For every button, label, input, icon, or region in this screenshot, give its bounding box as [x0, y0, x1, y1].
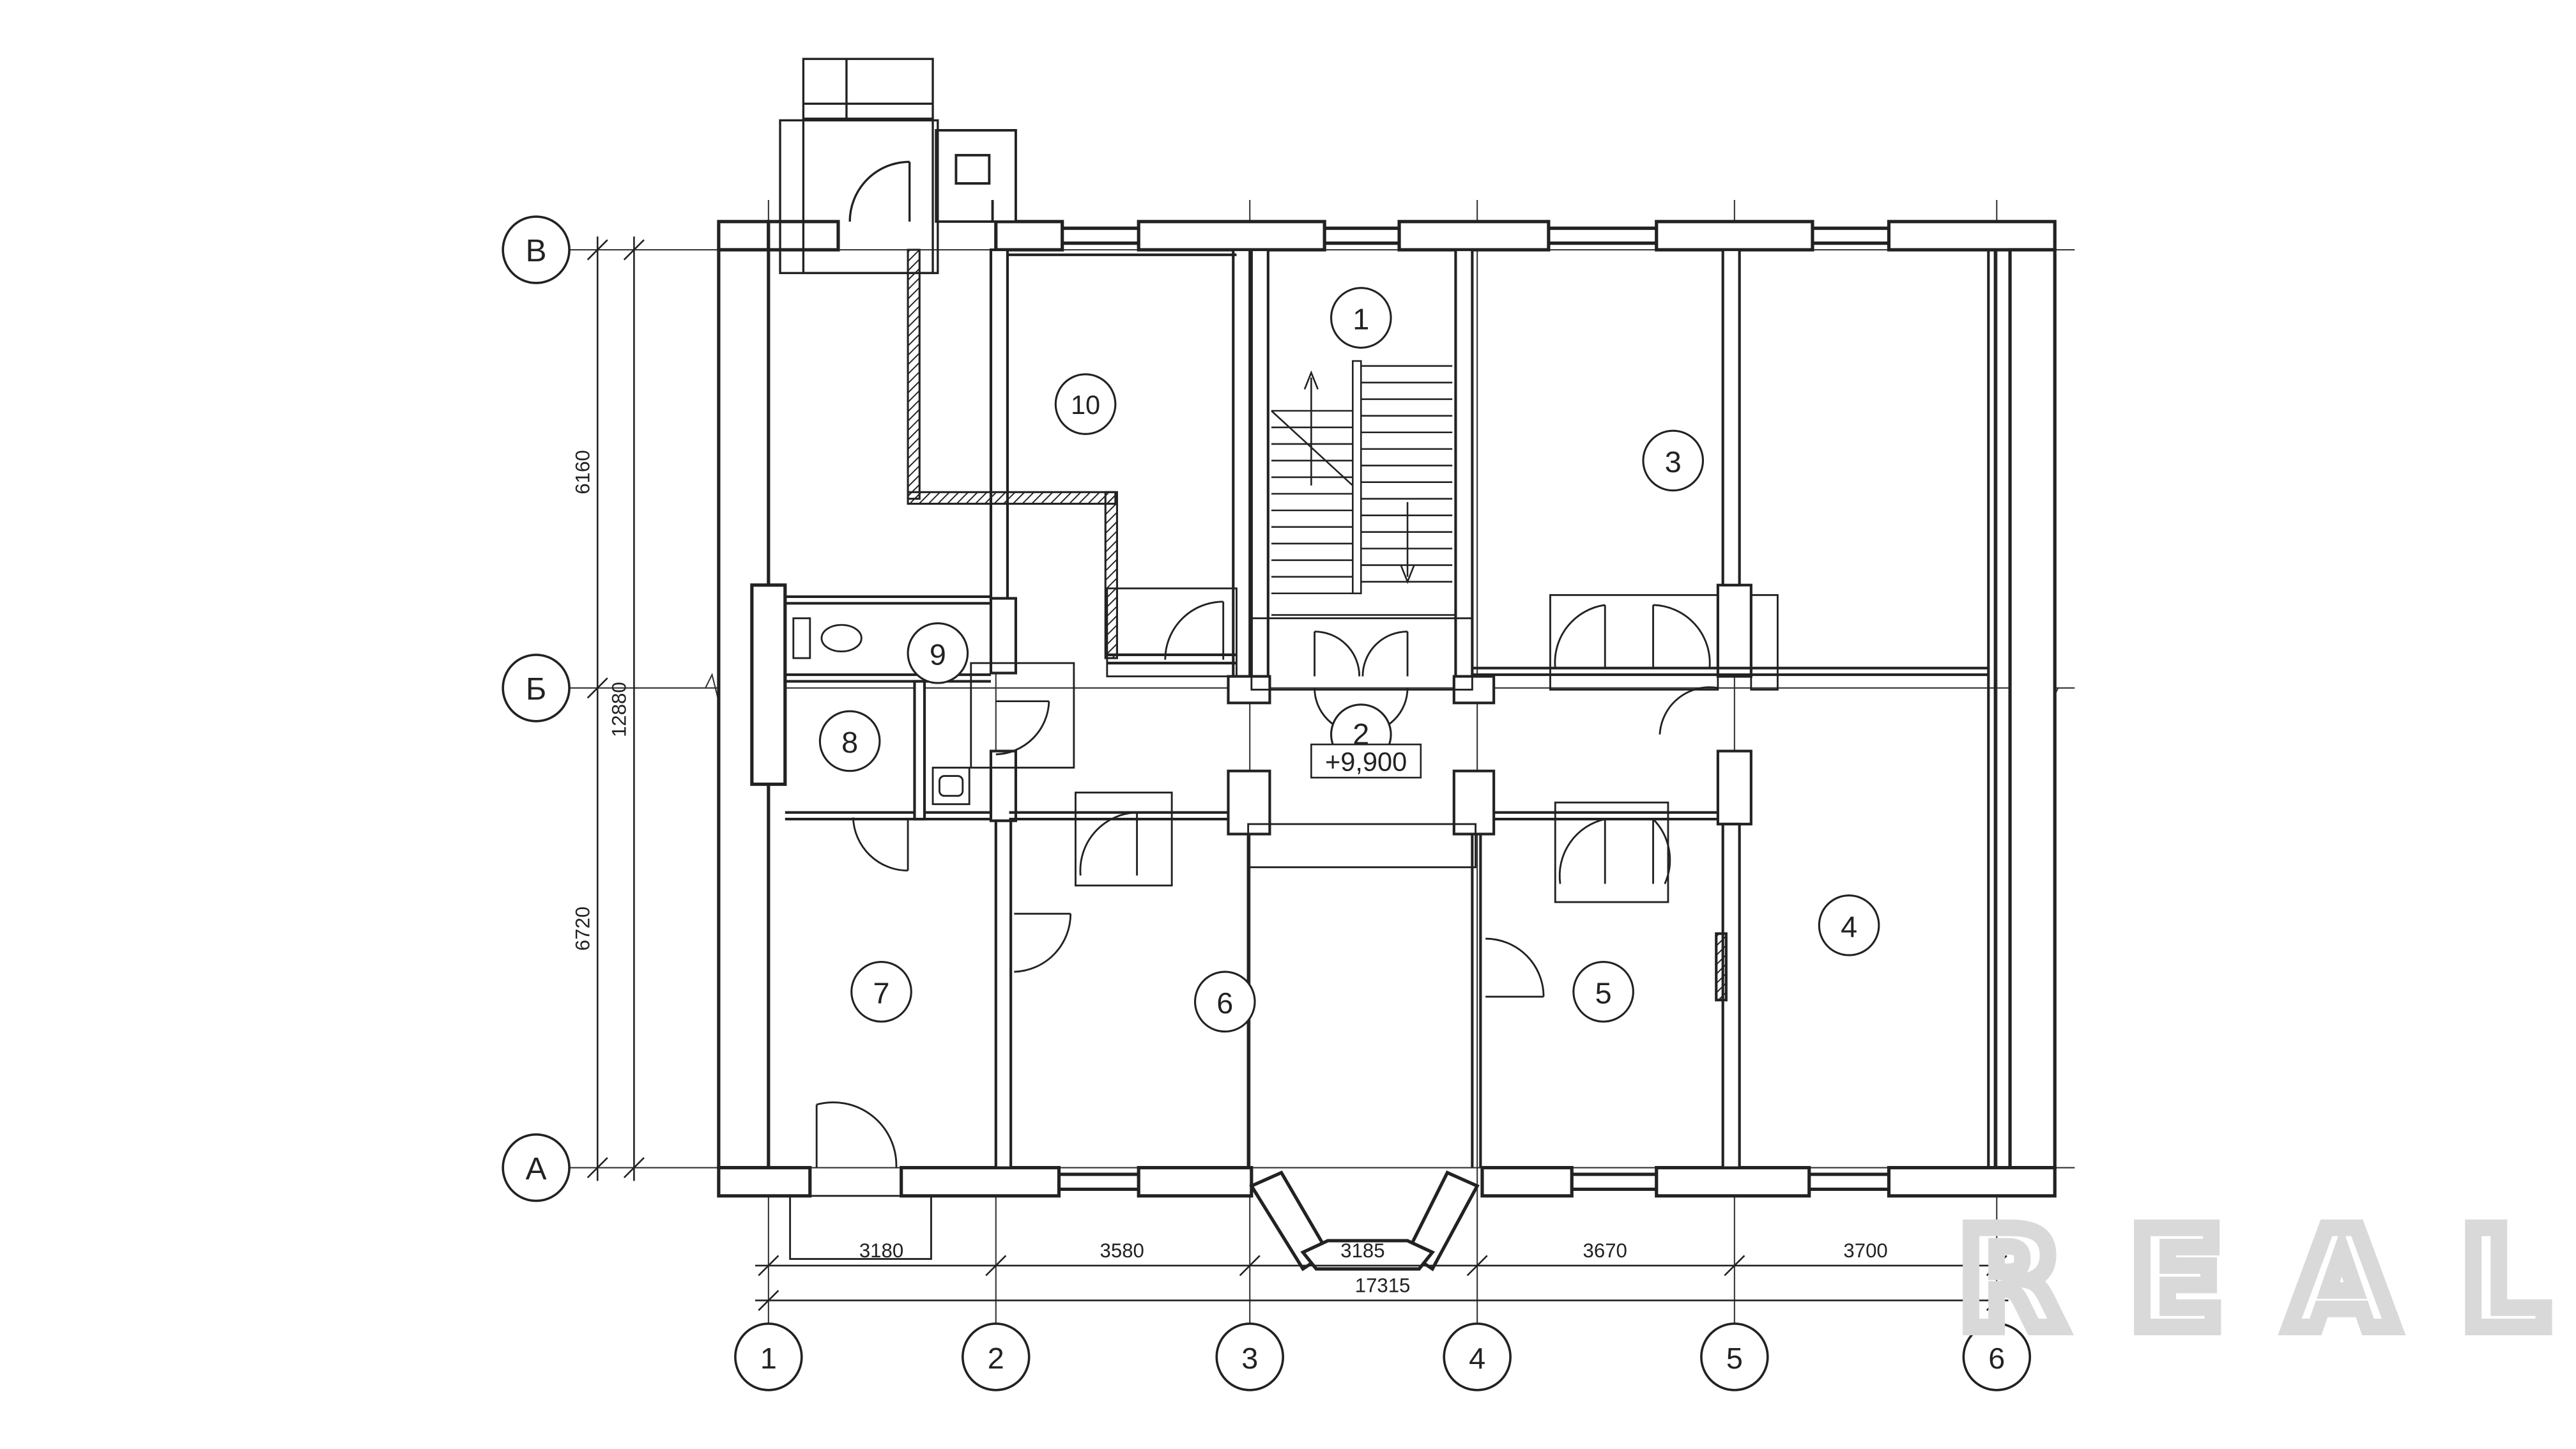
vent-shaft [935, 128, 1017, 223]
axis-marker-v: В [502, 215, 571, 284]
axis-label: 6 [1988, 1342, 2005, 1375]
dimension-labels: 6160 12880 6720 3180 3580 3185 3670 3700… [571, 450, 1887, 1296]
dim-left-6160: 6160 [571, 450, 594, 494]
axis-marker-4: 4 [1443, 1322, 1512, 1392]
doors [789, 587, 1779, 1260]
room-number: 3 [1665, 445, 1682, 479]
axis-marker-a: А [502, 1133, 571, 1202]
room-8: 8 [818, 710, 881, 772]
outer-walls [717, 220, 2057, 1271]
axis-marker-2: 2 [961, 1322, 1031, 1392]
room-number: 5 [1595, 976, 1612, 1009]
axis-marker-6: 6 [1962, 1322, 2032, 1392]
room-number: 10 [1071, 390, 1100, 420]
dim-left-12880: 12880 [608, 682, 630, 737]
room-number: 6 [1216, 986, 1233, 1020]
axis-label: Б [526, 671, 546, 707]
watermark-logo: REALT [1959, 1201, 2576, 1360]
axis-marker-b: Б [502, 654, 571, 723]
hatched-partition [907, 249, 1118, 659]
room-6: 6 [1193, 970, 1256, 1033]
room-labels: 1 2 +9,900 3 4 5 6 7 8 [818, 287, 1880, 1033]
axis-label: 4 [1469, 1342, 1485, 1375]
dim-bottom-3580: 3580 [1100, 1239, 1144, 1262]
axis-label: В [526, 233, 547, 268]
axis-marker-5: 5 [1700, 1322, 1769, 1392]
dim-left-6720: 6720 [571, 907, 594, 951]
dim-bottom-3700: 3700 [1843, 1239, 1887, 1262]
dim-bottom-3180: 3180 [859, 1239, 903, 1262]
room-3: 3 [1642, 429, 1705, 492]
room-number: 9 [930, 638, 946, 671]
room-7: 7 [850, 960, 912, 1023]
axis-marker-1: 1 [734, 1322, 803, 1392]
room-9: 9 [907, 622, 969, 684]
axis-marker-3: 3 [1215, 1322, 1285, 1392]
room-4: 4 [1818, 894, 1880, 956]
dim-bottom-3185: 3185 [1340, 1239, 1384, 1262]
entrance-porch [779, 57, 939, 275]
row-axis-markers: В Б А [502, 215, 571, 1202]
room-2: 2 +9,900 [1310, 703, 1422, 779]
axis-label: 3 [1241, 1342, 1258, 1375]
room-number: 4 [1841, 910, 1857, 944]
room-5: 5 [1572, 960, 1634, 1023]
elevation-mark: +9,900 [1325, 747, 1407, 777]
dimension-lines [586, 236, 2009, 1311]
room-10: 10 [1054, 373, 1117, 435]
room-number: 7 [873, 976, 889, 1009]
dim-total: 17315 [1355, 1274, 1411, 1296]
axis-label: 2 [988, 1342, 1004, 1375]
axis-label: 5 [1726, 1342, 1743, 1375]
room-number: 1 [1353, 303, 1369, 336]
staircase [1271, 360, 1456, 616]
axis-label: А [526, 1151, 547, 1186]
column-axis-markers: 1 2 3 4 5 6 [734, 1322, 2032, 1392]
axis-label: 1 [760, 1342, 777, 1375]
dim-bottom-3670: 3670 [1583, 1239, 1627, 1262]
interior-walls [785, 248, 1997, 1169]
room-1: 1 [1330, 287, 1392, 349]
room-number: 8 [841, 726, 858, 759]
